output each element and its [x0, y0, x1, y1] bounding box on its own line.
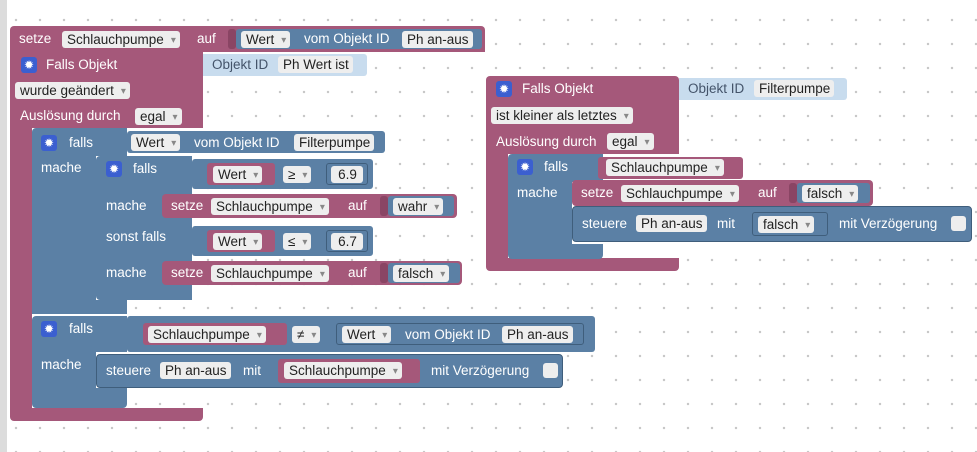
attribute-dropdown[interactable]: Wert	[241, 31, 291, 48]
if-mache-area	[32, 156, 96, 302]
if-footer	[32, 300, 127, 314]
attribute-dropdown[interactable]: Wert	[213, 233, 263, 250]
trigger-object-field[interactable]: Ph Wert ist	[278, 56, 353, 73]
mache-label: mache	[517, 185, 558, 200]
state-dropdown[interactable]: Schlauchpumpe	[606, 159, 724, 176]
trigger-footer	[10, 408, 203, 421]
state-dropdown[interactable]: Schlauchpumpe	[211, 198, 329, 215]
delay-checkbox[interactable]	[543, 363, 558, 378]
boolean-dropdown[interactable]: falsch	[393, 265, 450, 282]
state-dropdown[interactable]: Schlauchpumpe	[148, 326, 266, 343]
ausloesung-dropdown[interactable]: egal	[607, 133, 654, 150]
auf-label: auf	[348, 265, 367, 280]
falls-label: falls	[69, 135, 94, 150]
value-input-socket	[380, 263, 388, 283]
condition-dropdown[interactable]: ist kleiner als letztes	[491, 107, 633, 124]
gear-icon[interactable]: ✹	[21, 57, 37, 73]
ausloesung-dropdown[interactable]: egal	[135, 108, 182, 125]
object-id-field[interactable]: Ph an-aus	[502, 326, 573, 343]
state-dropdown[interactable]: Schlauchpumpe	[284, 362, 402, 379]
attribute-dropdown[interactable]: Wert	[213, 166, 263, 183]
setze-label: setze	[581, 185, 614, 200]
value-input-socket	[789, 183, 797, 203]
setze-label: setze	[171, 198, 204, 213]
setze-label: setze	[19, 31, 52, 46]
auf-label: auf	[758, 185, 777, 200]
object-id-field[interactable]: Ph an-aus	[160, 362, 231, 379]
mache-label: mache	[106, 265, 147, 280]
mit-verzoegerung-label: mit Verzögerung	[839, 216, 938, 231]
setze-label: setze	[171, 265, 204, 280]
sonst-falls-label: sonst falls	[106, 229, 167, 244]
auf-label: auf	[348, 198, 367, 213]
object-id-field[interactable]: Ph an-aus	[402, 31, 473, 48]
objekt-id-label: Objekt ID	[688, 81, 745, 96]
falls-objekt-title: Falls Objekt	[522, 81, 594, 96]
if-mache-area	[508, 180, 572, 252]
operator-dropdown[interactable]: ≠	[292, 326, 321, 343]
mache-label: mache	[41, 160, 82, 175]
mache-label: mache	[41, 357, 82, 372]
objekt-id-label: Objekt ID	[212, 57, 269, 72]
trigger-object-field[interactable]: Filterpumpe	[754, 80, 835, 97]
mit-label: mit	[243, 363, 261, 378]
mit-verzoegerung-label: mit Verzögerung	[431, 363, 530, 378]
operator-dropdown[interactable]: ≤	[283, 233, 312, 250]
gear-icon[interactable]: ✹	[41, 135, 57, 151]
gear-icon[interactable]: ✹	[106, 161, 122, 177]
falls-label: falls	[69, 321, 94, 336]
if-footer	[508, 244, 603, 259]
if-footer	[32, 388, 127, 408]
falls-objekt-title: Falls Objekt	[46, 57, 118, 72]
delay-checkbox[interactable]	[951, 216, 966, 231]
state-dropdown[interactable]: Schlauchpumpe	[62, 31, 180, 48]
trigger-spine	[486, 154, 508, 264]
object-id-field[interactable]: Filterpumpe	[294, 134, 375, 151]
ausloesung-label: Auslösung durch	[496, 134, 597, 149]
gear-icon[interactable]: ✹	[496, 81, 512, 97]
trigger-spine	[10, 128, 32, 410]
vom-objekt-id-label: vom Objekt ID	[194, 135, 280, 150]
object-id-field[interactable]: Ph an-aus	[636, 215, 707, 232]
number-field[interactable]: 6.9	[331, 166, 363, 183]
gear-icon[interactable]: ✹	[517, 159, 533, 175]
value-input-socket	[380, 196, 388, 216]
steuere-label: steuere	[106, 363, 152, 378]
boolean-dropdown[interactable]: falsch	[758, 216, 815, 233]
workspace-left-edge	[0, 0, 7, 452]
number-field[interactable]: 6.7	[331, 233, 363, 250]
mit-label: mit	[717, 216, 735, 231]
operator-dropdown[interactable]: ≥	[283, 166, 312, 183]
falls-label: falls	[544, 159, 569, 174]
steuere-label: steuere	[582, 216, 628, 231]
gear-icon[interactable]: ✹	[41, 321, 57, 337]
condition-dropdown[interactable]: wurde geändert	[15, 82, 130, 99]
value-input-socket	[228, 29, 236, 49]
state-dropdown[interactable]: Schlauchpumpe	[621, 185, 739, 202]
boolean-dropdown[interactable]: wahr	[393, 198, 444, 215]
state-dropdown[interactable]: Schlauchpumpe	[211, 265, 329, 282]
attribute-dropdown[interactable]: Wert	[342, 326, 392, 343]
trigger-footer	[486, 258, 679, 271]
ausloesung-label: Auslösung durch	[20, 108, 121, 123]
vom-objekt-id-label: vom Objekt ID	[304, 31, 390, 46]
mache-label: mache	[106, 198, 147, 213]
vom-objekt-id-label: vom Objekt ID	[405, 327, 491, 342]
attribute-dropdown[interactable]: Wert	[131, 134, 181, 151]
falls-label: falls	[133, 161, 158, 176]
boolean-dropdown[interactable]: falsch	[802, 185, 859, 202]
auf-label: auf	[197, 31, 216, 46]
